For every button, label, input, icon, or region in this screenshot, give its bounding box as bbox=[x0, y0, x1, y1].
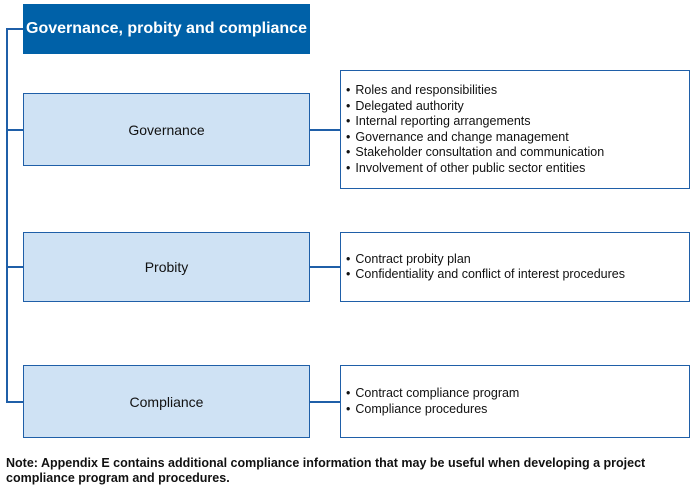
title-text: Governance, probity and compliance bbox=[26, 20, 307, 37]
title-connector bbox=[6, 28, 23, 30]
compliance-label: Compliance bbox=[129, 393, 204, 410]
compliance-connector bbox=[6, 401, 23, 403]
governance-label: Governance bbox=[128, 121, 205, 138]
governance-box: Governance bbox=[23, 93, 310, 166]
list-item: Contract compliance program bbox=[346, 386, 519, 402]
probity-details: Contract probity plan Confidentiality an… bbox=[340, 232, 690, 302]
governance-details: Roles and responsibilities Delegated aut… bbox=[340, 70, 690, 189]
governance-connector bbox=[6, 129, 23, 131]
governance-detail-connector bbox=[310, 129, 340, 131]
compliance-details: Contract compliance program Compliance p… bbox=[340, 365, 690, 438]
list-item: Compliance procedures bbox=[346, 402, 519, 418]
list-item: Contract probity plan bbox=[346, 252, 625, 268]
footnote: Note: Appendix E contains additional com… bbox=[6, 456, 646, 485]
diagram-title: Governance, probity and compliance bbox=[23, 4, 310, 54]
list-item: Delegated authority bbox=[346, 99, 604, 115]
list-item: Internal reporting arrangements bbox=[346, 114, 604, 130]
probity-connector bbox=[6, 266, 23, 268]
list-item: Governance and change management bbox=[346, 130, 604, 146]
probity-label: Probity bbox=[144, 259, 189, 275]
list-item: Roles and responsibilities bbox=[346, 83, 604, 99]
list-item: Involvement of other public sector entit… bbox=[346, 161, 604, 177]
probity-box: Probity bbox=[23, 232, 310, 302]
list-item: Confidentiality and conflict of interest… bbox=[346, 267, 625, 283]
trunk-connector bbox=[6, 28, 8, 403]
compliance-detail-connector bbox=[310, 401, 340, 403]
compliance-box: Compliance bbox=[23, 365, 310, 438]
probity-detail-connector bbox=[310, 266, 340, 268]
list-item: Stakeholder consultation and communicati… bbox=[346, 145, 604, 161]
